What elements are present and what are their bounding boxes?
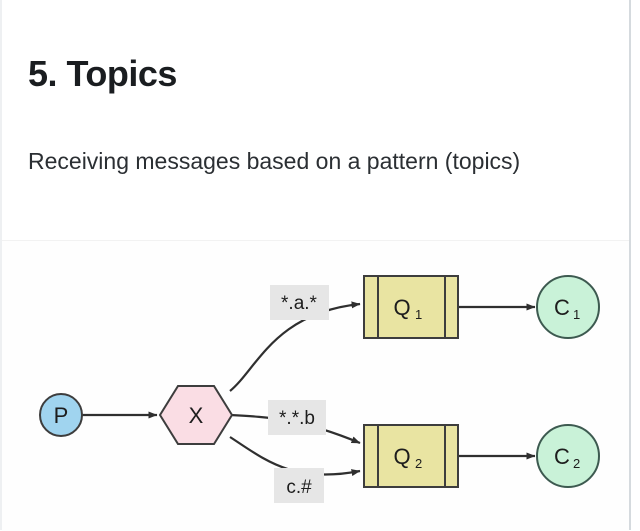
node-label-q2-subscript: 2 — [415, 456, 422, 471]
node-producer-p[interactable]: P — [39, 393, 83, 437]
queue-q1-body — [363, 275, 459, 339]
consumer-c2-shape — [536, 424, 600, 488]
edge-label-b-pattern-text: *.*.b — [279, 408, 315, 429]
edge-label-c-hash-pattern: c.# — [274, 468, 324, 503]
queue-q2-body — [363, 424, 459, 488]
consumer-c1-shape — [536, 275, 600, 339]
page-title: 5. Topics — [28, 53, 177, 95]
edge-label-b-pattern-chip — [268, 400, 326, 435]
page-left-edge — [0, 0, 2, 530]
slide-subtitle: Receiving messages based on a pattern (t… — [28, 148, 521, 174]
edge-label-a-pattern: *.a.* — [270, 285, 329, 320]
edge-x-to-q2-hash — [229, 436, 361, 477]
node-label-x: X — [189, 403, 204, 428]
topic-exchange-diagram: P X Q 1 Q 2 — [39, 275, 600, 503]
edge-label-a-pattern-chip — [270, 285, 329, 320]
node-label-q2: Q — [393, 444, 410, 469]
edge-label-b-pattern: *.*.b — [268, 400, 326, 435]
diagram-container: P X Q 1 Q 2 — [2, 240, 629, 531]
node-label-c2: C — [554, 444, 570, 469]
exchange-hexagon-shape — [158, 385, 234, 445]
page-right-edge — [629, 0, 631, 530]
producer-circle-shape — [39, 393, 83, 437]
node-label-q1: Q — [393, 295, 410, 320]
node-label-q1-subscript: 1 — [415, 307, 422, 322]
node-label-c2-subscript: 2 — [573, 456, 580, 471]
node-consumer-c2[interactable]: C 2 — [536, 424, 600, 488]
edge-label-a-pattern-text: *.a.* — [281, 293, 318, 314]
edge-x-to-q1 — [229, 301, 361, 392]
edge-label-c-hash-chip — [274, 468, 324, 503]
node-exchange-x[interactable]: X — [158, 385, 234, 445]
edge-label-c-hash-text: c.# — [286, 477, 312, 498]
node-label-c1: C — [554, 295, 570, 320]
node-queue-q2[interactable]: Q 2 — [363, 424, 459, 488]
node-queue-q1[interactable]: Q 1 — [363, 275, 459, 339]
node-label-c1-subscript: 1 — [573, 307, 580, 322]
node-consumer-c1[interactable]: C 1 — [536, 275, 600, 339]
node-label-p: P — [54, 403, 69, 428]
